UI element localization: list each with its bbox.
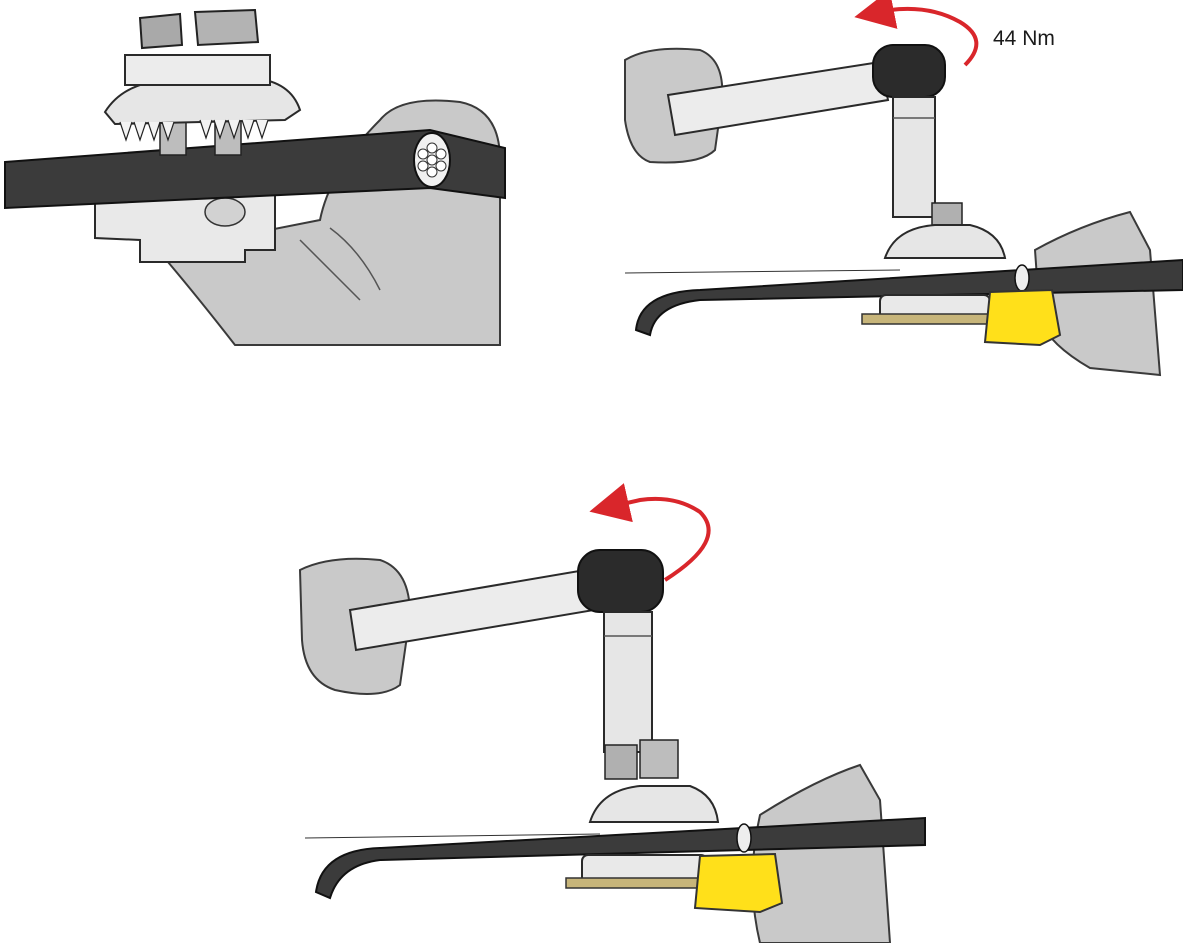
panel-2-torque-tightening <box>624 0 1183 377</box>
cable-end-cap <box>983 288 1062 347</box>
wrench-head <box>872 44 946 98</box>
wrench-head-2 <box>577 549 664 613</box>
nut-right <box>193 8 260 47</box>
wrench-shaft <box>892 96 936 218</box>
rotation-arrow-2 <box>589 483 711 582</box>
nut-left <box>138 12 184 50</box>
cable-bent <box>634 258 1183 337</box>
torque-value-label: 44 Nm <box>993 27 1055 50</box>
panel-1-connector-placement <box>4 8 506 346</box>
wrench-shaft-2 <box>603 611 653 753</box>
cable-main <box>4 128 506 210</box>
rotation-arrow-1 <box>854 0 979 67</box>
cable-end-cap-2 <box>693 852 784 914</box>
panel-3-final-tightening <box>298 483 926 944</box>
wrench-handle <box>666 60 890 137</box>
cable-bent-2 <box>314 816 926 900</box>
